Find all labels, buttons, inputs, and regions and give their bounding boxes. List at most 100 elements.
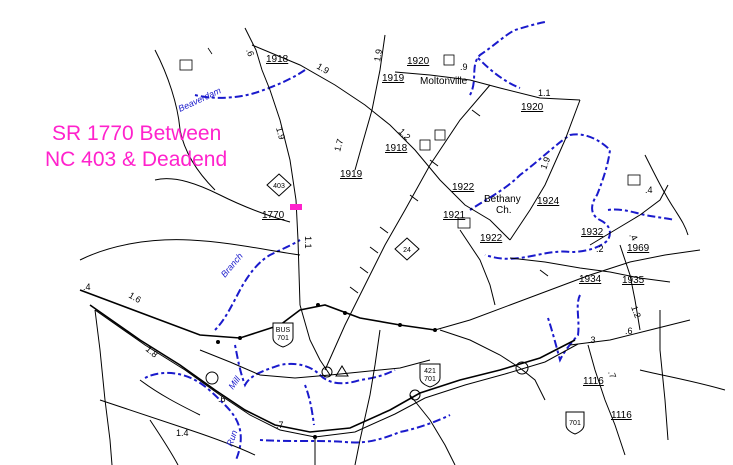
sr1770-highlight: [290, 204, 302, 210]
shield-nc24: 24: [394, 237, 420, 261]
junction-dot: [238, 336, 242, 340]
distance-label: .4: [627, 231, 639, 243]
beaverdam-label: Beaverdam: [177, 85, 223, 114]
sr1920-road: [394, 71, 581, 101]
interchange-west: [205, 371, 219, 385]
rail-ties: [349, 109, 549, 294]
sr1932-road: [589, 184, 669, 246]
church-icon: [434, 129, 446, 141]
landmark-triangle: [335, 365, 349, 377]
junction-dot: [313, 435, 317, 439]
rail-tie: [539, 269, 549, 277]
distance-label: .4: [645, 185, 653, 195]
bus-label: BUS: [276, 327, 291, 334]
distance-label: 1.1: [303, 236, 313, 249]
distance-label: 1.2: [629, 304, 643, 319]
route-1922-south: 1922: [480, 233, 503, 244]
nc403-road: [244, 27, 301, 306]
distance-label: 1.4: [176, 428, 189, 438]
us701-shield-number: 701: [569, 420, 581, 427]
lower-tributary: [304, 384, 315, 426]
southwest-road: [149, 419, 179, 465]
beaverdam-creek: [194, 69, 306, 99]
ne-curve: [644, 154, 689, 236]
mill-label: Mill: [226, 374, 243, 392]
rail-tie: [379, 226, 389, 234]
branch-creek: [214, 239, 301, 331]
nc24-number: 24: [403, 247, 411, 254]
distance-label: 1.9: [274, 126, 287, 141]
distance-label: .2: [596, 244, 604, 254]
southeast-road: [434, 249, 701, 331]
cemetery-mark: [207, 47, 213, 55]
route-1934: 1934: [579, 274, 602, 285]
route-1921: 1921: [443, 210, 466, 221]
town-road-4: [139, 379, 201, 416]
church-icon: [627, 174, 641, 186]
rail-tie: [359, 266, 369, 274]
interchange-mid: [409, 389, 421, 401]
distance-label: .6: [218, 394, 226, 404]
distance-label: 1.9: [538, 156, 552, 171]
west-upper-road: [154, 178, 291, 223]
sr1935-road: [619, 244, 641, 331]
rail-tie: [349, 286, 359, 294]
eastern-creek-fork: [607, 208, 676, 221]
junction-dot: [316, 303, 320, 307]
eastern-lower-creek: [547, 294, 581, 363]
interchange-east: [515, 361, 529, 375]
sr1918-road: [251, 44, 511, 241]
streams: [144, 21, 676, 461]
route-1920-north: 1920: [407, 56, 430, 67]
town-road-8: [409, 394, 456, 465]
town-road-9: [519, 367, 546, 401]
interchanges: [205, 361, 529, 401]
mill-creek: [144, 372, 242, 461]
building-icon: [179, 59, 193, 71]
sr1924-road: [509, 99, 581, 241]
us701-number: 701: [424, 376, 436, 383]
route-1919-south: 1919: [340, 169, 363, 180]
branch-label: Branch: [219, 251, 245, 279]
town-road-7: [439, 329, 521, 369]
sr1116-road: [587, 344, 626, 456]
distance-label: .4: [83, 282, 91, 292]
west-vertical: [94, 309, 113, 465]
rail-tie: [429, 159, 439, 167]
map-title-line2: NC 403 & Deadend: [45, 148, 227, 171]
rail-tie: [471, 109, 481, 117]
bethany-ch-label: Ch.: [496, 205, 512, 216]
moltonville-label: Moltonville: [420, 76, 468, 87]
distance-label: .7: [276, 420, 284, 430]
church-icon: [457, 217, 471, 229]
eastern-creek: [469, 133, 612, 260]
mill-creek-north: [234, 344, 396, 388]
distance-label: 1.6: [127, 290, 143, 305]
junction-dot: [343, 311, 347, 315]
route-1116-north: 1116: [583, 376, 604, 387]
route-1920-east: 1920: [521, 102, 544, 113]
town-road-6: [354, 329, 381, 465]
route-1918-north: 1918: [266, 54, 289, 65]
distance-label: 1.9: [315, 61, 331, 76]
us421-number: 421: [424, 368, 436, 375]
route-1770: 1770: [262, 210, 285, 221]
route-1935: 1935: [622, 275, 645, 286]
town-circle: [321, 366, 333, 378]
building-symbols: [179, 47, 641, 229]
north-spur: [459, 229, 496, 306]
route-1116-south: 1116: [611, 410, 632, 421]
distance-label: 1.2: [397, 126, 413, 142]
shield-us701: 701: [565, 411, 585, 435]
route-1919-north: 1919: [382, 73, 405, 84]
run-creek: [259, 414, 451, 444]
distance-label: 1.7: [332, 138, 345, 153]
building-icon: [443, 54, 455, 66]
distance-label: .6: [625, 326, 633, 336]
route-1924: 1924: [537, 196, 560, 207]
church-icon: [419, 139, 431, 151]
nc403-number: 403: [273, 183, 285, 190]
us421-bypass-parallel: [94, 309, 579, 438]
north-stream: [469, 21, 546, 96]
